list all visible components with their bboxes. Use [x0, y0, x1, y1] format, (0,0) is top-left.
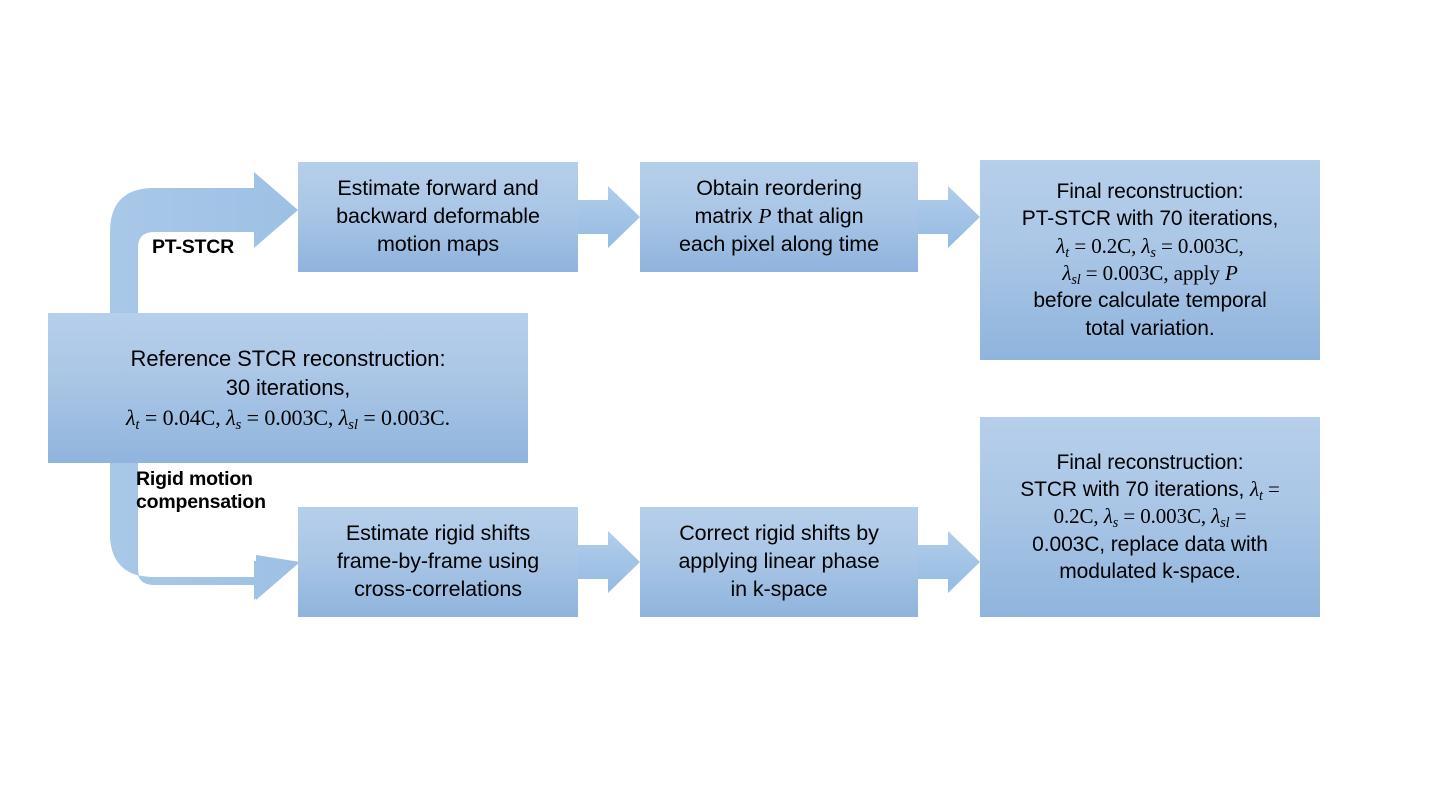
- box-line: backward deformable: [336, 204, 540, 229]
- box-line: total variation.: [1085, 316, 1215, 340]
- box-estimate-deformable-motion: Estimate forward and backward deformable…: [298, 162, 578, 272]
- box-obtain-reordering-matrix: Obtain reordering matrix P that align ea…: [640, 162, 918, 272]
- connector-bottom-1-to-2: [578, 531, 640, 593]
- pt-stcr-params-line-2: λsl = 0.003C, apply P: [1062, 261, 1238, 288]
- box-line: 0.003C, replace data with: [1032, 532, 1268, 556]
- box-line: matrix: [694, 204, 759, 229]
- box-line: that align: [771, 204, 864, 229]
- box-line: motion maps: [377, 231, 499, 256]
- reference-line-2: 30 iterations,: [225, 375, 351, 401]
- box-line: modulated k-space.: [1059, 559, 1241, 583]
- box-line: Correct rigid shifts by: [679, 521, 879, 546]
- connector-top-1-to-2: [578, 186, 640, 248]
- box-line: PT-STCR with 70 iterations,: [1021, 207, 1279, 231]
- box-final-reconstruction-pt-stcr: Final reconstruction: PT-STCR with 70 it…: [980, 160, 1320, 360]
- box-final-reconstruction-stcr: Final reconstruction: STCR with 70 itera…: [980, 417, 1320, 617]
- pt-stcr-params-line-1: λt = 0.2C, λs = 0.003C,: [1056, 233, 1244, 261]
- branch-label-pt-stcr: PT-STCR: [152, 236, 235, 258]
- box-line: cross-correlations: [354, 576, 522, 601]
- reference-line-1: Reference STCR reconstruction:: [130, 345, 446, 371]
- box-line: applying linear phase: [678, 549, 880, 574]
- box-line: each pixel along time: [679, 231, 879, 256]
- reference-stcr-box: Reference STCR reconstruction: 30 iterat…: [48, 313, 528, 463]
- box-line: Obtain reordering: [696, 176, 862, 201]
- box-line: Estimate rigid shifts: [345, 521, 531, 546]
- box-line: in k-space: [730, 576, 828, 601]
- box-line: Final reconstruction:: [1056, 180, 1244, 204]
- box-correct-rigid-shifts: Correct rigid shifts by applying linear …: [640, 507, 918, 617]
- connector-bottom-2-to-3: [918, 531, 980, 593]
- box-line: frame-by-frame using: [336, 549, 540, 574]
- box-line: Final reconstruction:: [1056, 450, 1244, 474]
- stcr-params-line-1: STCR with 70 iterations, λt =: [1020, 477, 1280, 505]
- box-line: Estimate forward and: [337, 176, 539, 201]
- reference-parameters: λt = 0.04C, λs = 0.003C, λsl = 0.003C.: [125, 404, 451, 433]
- stcr-params-line-2: 0.2C, λs = 0.003C, λsl =: [1053, 504, 1247, 532]
- reordering-matrix-symbol: P: [758, 204, 772, 229]
- box-estimate-rigid-shifts: Estimate rigid shifts frame-by-frame usi…: [298, 507, 578, 617]
- box-line: before calculate temporal: [1033, 289, 1267, 313]
- branch-label-rigid-motion: Rigid motion compensation: [136, 468, 266, 514]
- connector-top-2-to-3: [918, 186, 980, 248]
